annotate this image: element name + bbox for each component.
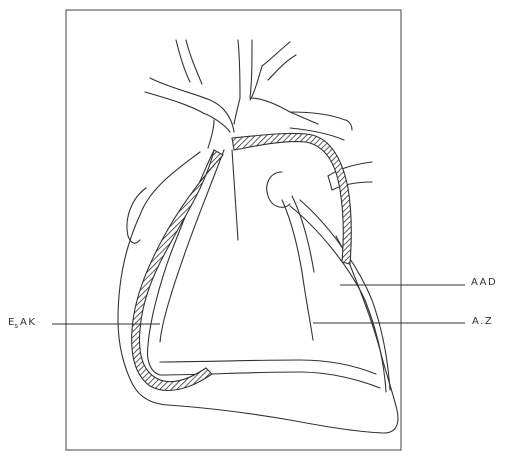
label-aad: AAD bbox=[471, 277, 497, 289]
left-atrium-appendage bbox=[267, 172, 290, 207]
label-az: A.Z bbox=[472, 316, 493, 328]
interventricular-groove bbox=[282, 200, 313, 340]
hatched-graft-left bbox=[132, 150, 223, 390]
right-atrium-appendage bbox=[127, 188, 146, 243]
hatched-graft-top bbox=[232, 133, 351, 264]
label-esak-rest: AK bbox=[20, 317, 36, 328]
heart-outline bbox=[118, 152, 398, 433]
label-esak-subscript: s bbox=[14, 322, 18, 330]
